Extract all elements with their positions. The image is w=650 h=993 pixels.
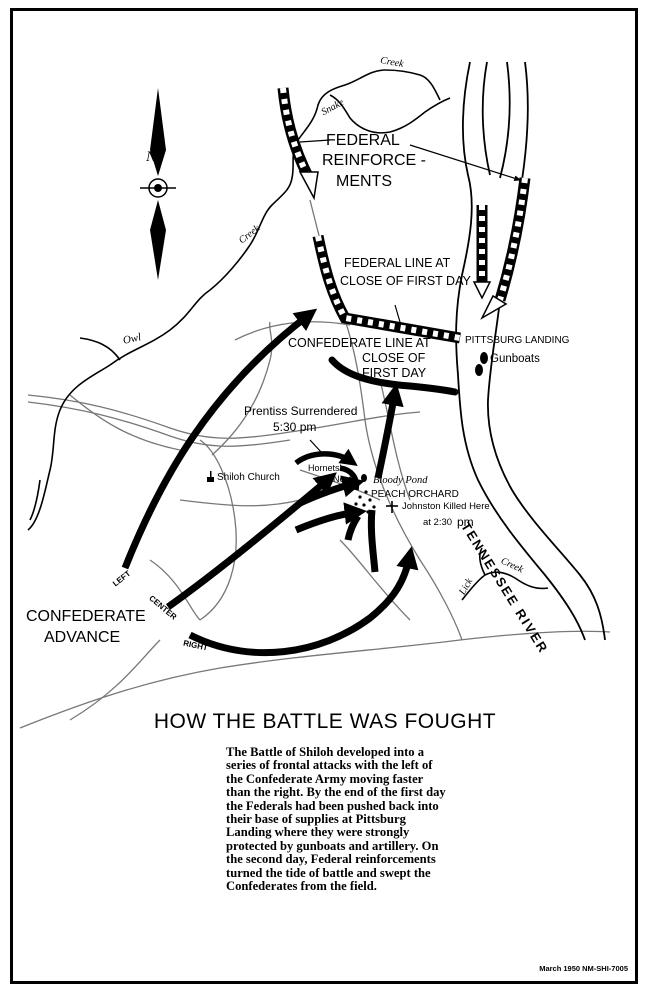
compass-rose-icon bbox=[140, 88, 176, 280]
confederate-line bbox=[328, 356, 459, 396]
creeks bbox=[27, 69, 549, 601]
church-icon bbox=[207, 471, 214, 482]
federal-line bbox=[312, 234, 461, 344]
gunboats-label: Gunboats bbox=[490, 353, 540, 365]
compass-north-label: N bbox=[146, 149, 157, 165]
peach-orchard-label: PEACH ORCHARD bbox=[371, 489, 459, 500]
confederate-advance-label: CONFEDERATE bbox=[26, 608, 146, 625]
bloody-pond-label: Bloody Pond bbox=[373, 475, 428, 486]
confederate-line-label: CONFEDERATE LINE AT bbox=[288, 336, 431, 350]
johnston-pm-label: pm bbox=[457, 515, 474, 529]
description-text: The Battle of Shiloh developed into a se… bbox=[226, 745, 446, 894]
label-pointers bbox=[299, 139, 522, 454]
confederate-advance-label-2: ADVANCE bbox=[44, 629, 121, 646]
bloody-pond bbox=[361, 474, 367, 482]
federal-line-label: FEDERAL LINE AT bbox=[344, 256, 451, 270]
cross-icon bbox=[386, 501, 398, 513]
johnston-time-label: at 2:30 bbox=[423, 517, 453, 528]
federal-reinforcements-label-2: REINFORCE - bbox=[322, 152, 426, 169]
hornets-nest-arrows bbox=[294, 448, 360, 491]
confederate-advance-arrows bbox=[121, 308, 419, 657]
hornets-nest-label-2: Nest bbox=[333, 474, 352, 484]
confederate-line-label-2: CLOSE OF bbox=[362, 351, 426, 365]
peach-orchard-area bbox=[354, 490, 376, 514]
federal-reinforcements-label-3: MENTS bbox=[336, 173, 392, 190]
map-title: HOW THE BATTLE WAS FOUGHT bbox=[153, 710, 497, 733]
federal-line-label-2: CLOSE OF FIRST DAY bbox=[340, 274, 471, 288]
federal-reinforcements-label: FEDERAL bbox=[326, 132, 400, 149]
gunboats-icon bbox=[475, 352, 488, 376]
prentiss-time-label: 5:30 pm bbox=[273, 420, 317, 434]
footer-text: March 1950 NM-SHI-7005 bbox=[539, 964, 628, 973]
federal-reinforcement-arrows bbox=[277, 87, 531, 320]
johnston-label: Johnston Killed Here bbox=[402, 501, 490, 512]
pittsburg-landing-label: PITTSBURG LANDING bbox=[465, 335, 570, 346]
confederate-line-label-3: FIRST DAY bbox=[362, 366, 427, 380]
hornets-nest-label: Hornets' bbox=[308, 463, 342, 473]
shiloh-church-label: Shiloh Church bbox=[217, 472, 280, 483]
prentiss-label: Prentiss Surrendered bbox=[244, 404, 358, 418]
